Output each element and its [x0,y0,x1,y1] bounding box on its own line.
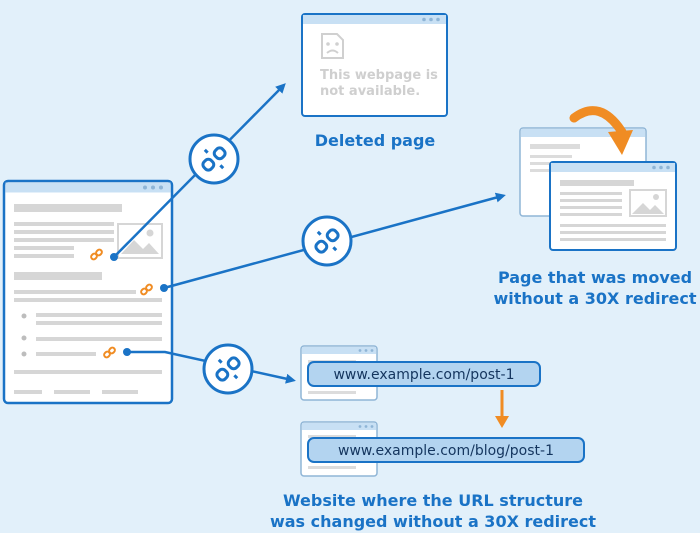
source-page [2,179,174,405]
chain-link-icon [140,283,153,296]
bullet-points [21,313,27,357]
deleted-page-message-line1: This webpage is [320,68,438,83]
url-change-caption-line2: was changed without a 30X redirect [270,512,596,531]
broken-link-icon [301,215,353,267]
url-change-arrow-icon [495,390,509,428]
deleted-page-message-line2: not available. [320,84,420,99]
sad-page-icon [321,33,344,59]
deleted-page-caption: Deleted page [315,131,436,150]
moved-page-caption-line1: Page that was moved [498,268,692,287]
deleted-page: This webpage is not available. [301,13,448,117]
moved-page-new [549,161,677,251]
broken-link-icon [202,343,254,395]
chain-link-icon [103,346,116,359]
new-url-pill: www.example.com/blog/post-1 [307,437,585,463]
image-icon [629,189,667,217]
window-dots [143,185,163,190]
content-lines [14,204,162,394]
chain-link-icon [90,248,103,261]
new-url-text: www.example.com/blog/post-1 [338,443,554,459]
old-url-text: www.example.com/post-1 [333,367,514,383]
old-url-pill: www.example.com/post-1 [307,361,541,387]
broken-link-icon [188,133,240,185]
moved-page-caption-line2: without a 30X redirect [494,289,697,308]
url-change-caption-line1: Website where the URL structure [283,491,583,510]
moved-arrow-icon [569,106,633,155]
